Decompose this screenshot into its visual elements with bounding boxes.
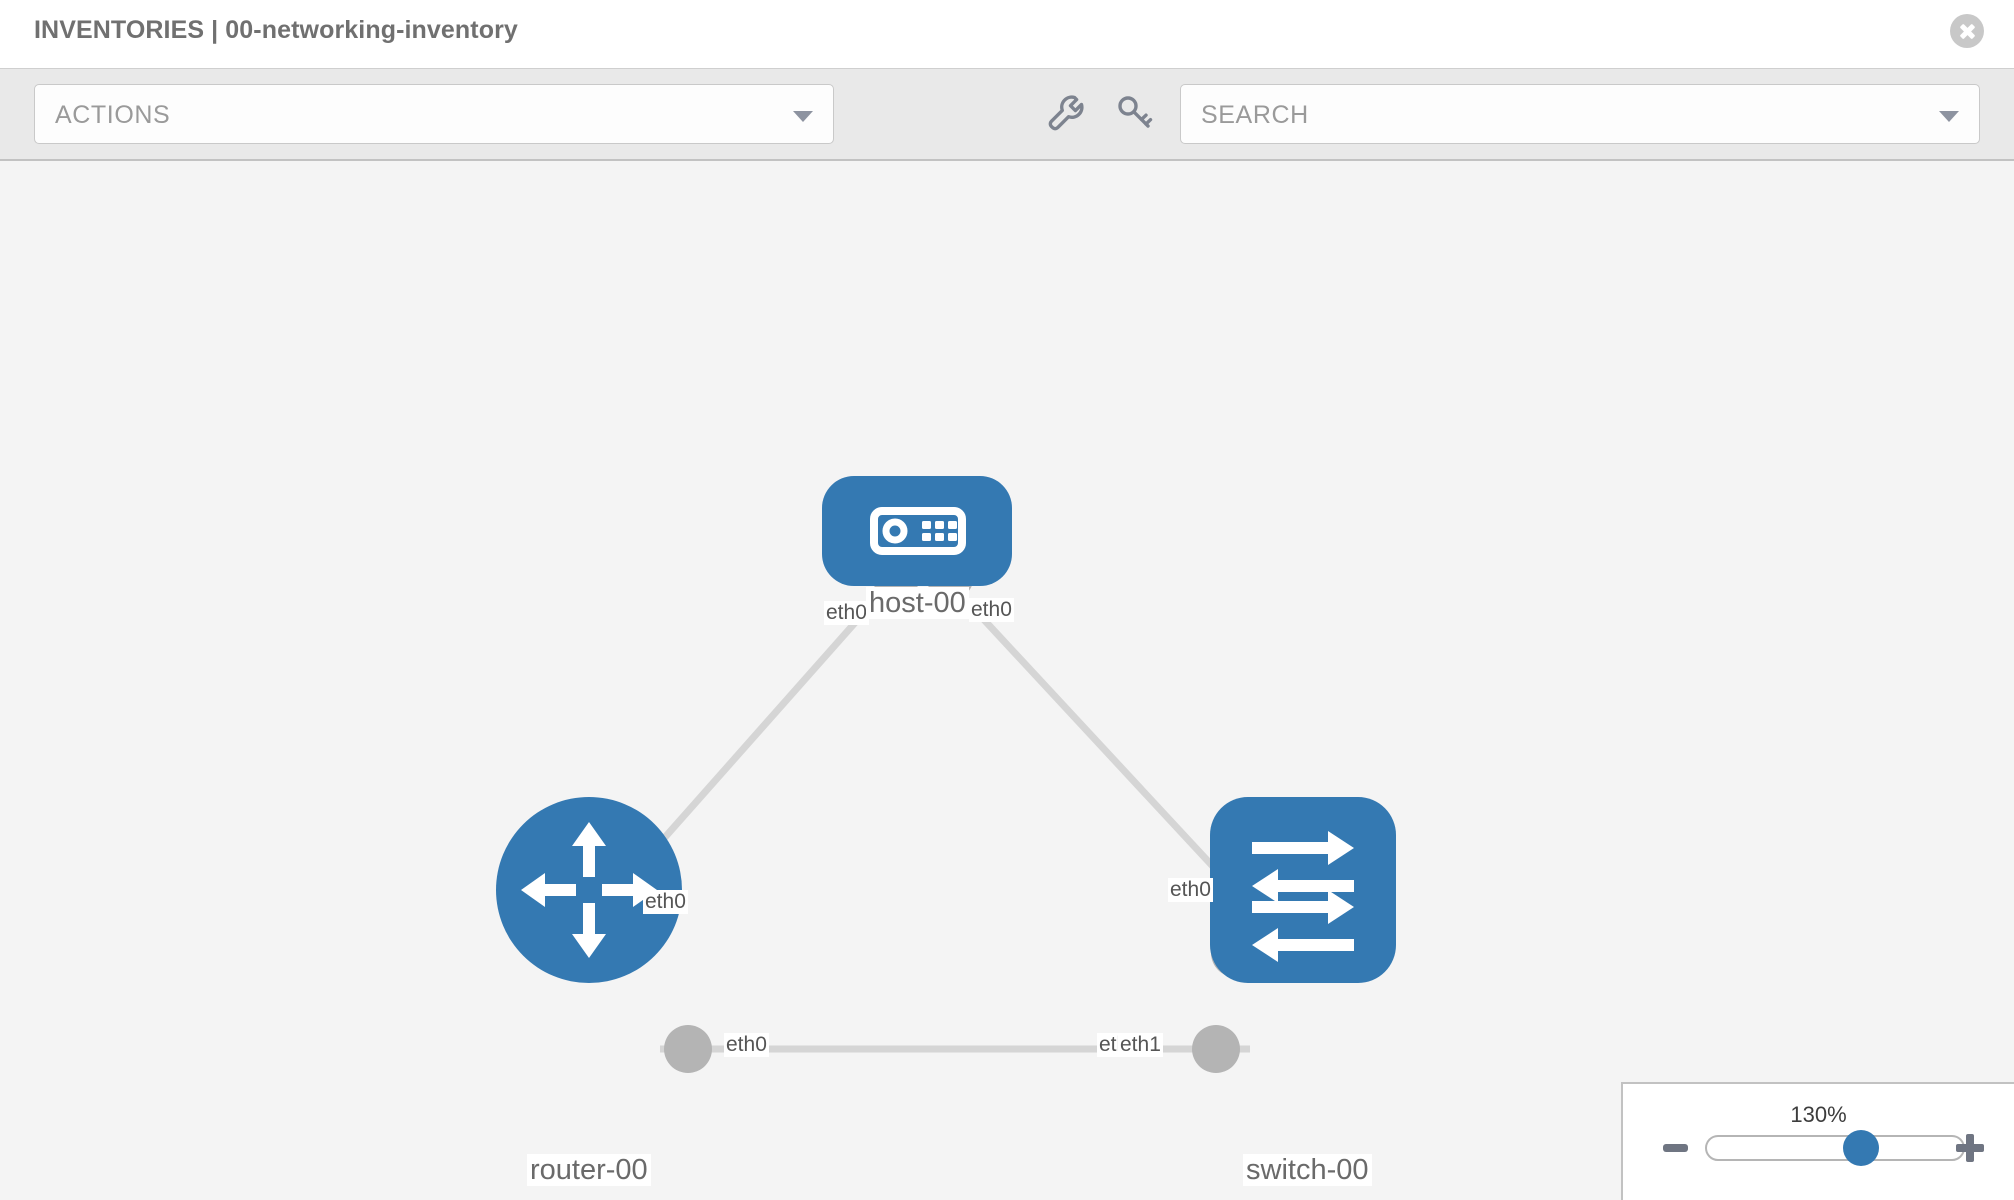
- iface-label: eth0: [724, 1033, 769, 1057]
- iface-label: eth1: [1118, 1033, 1163, 1057]
- plus-icon[interactable]: [1956, 1134, 1984, 1162]
- node-label-switch-00: switch-00: [1243, 1154, 1372, 1187]
- zoom-slider[interactable]: [1705, 1135, 1965, 1161]
- node-host-00: [822, 476, 1012, 586]
- iface-label: eth0: [643, 890, 688, 914]
- page-title: INVENTORIES | 00-networking-inventory: [34, 16, 518, 44]
- key-icon[interactable]: [1112, 91, 1156, 135]
- link-host-switch: [945, 578, 1248, 904]
- topology-links: [609, 578, 1250, 1053]
- switch-arrows-icon: [1252, 831, 1354, 962]
- topology-canvas[interactable]: eth0 eth0 host-00 eth0 eth0 eth0 eth eth…: [0, 161, 2014, 1200]
- chevron-down-icon: [793, 111, 813, 122]
- search-input[interactable]: SEARCH: [1180, 84, 1980, 144]
- iface-label: eth0: [969, 598, 1014, 622]
- iface-label: eth0: [824, 601, 869, 625]
- minus-icon[interactable]: [1663, 1144, 1688, 1152]
- zoom-level-label: 130%: [1790, 1102, 1847, 1127]
- server-icon: [870, 507, 966, 555]
- search-placeholder: SEARCH: [1201, 101, 1309, 129]
- topology-graph: [496, 476, 1396, 1073]
- iface-label: eth0: [1168, 878, 1213, 902]
- zoom-slider-thumb[interactable]: [1843, 1130, 1879, 1166]
- wrench-icon[interactable]: [1044, 91, 1088, 135]
- node-label-host-00: host-00: [866, 587, 969, 620]
- topology-connectors: [664, 552, 1259, 1073]
- close-icon[interactable]: [1950, 14, 1984, 48]
- node-switch-00: [1210, 797, 1396, 983]
- connector-switch-left: [1192, 1025, 1240, 1073]
- node-label-router-00: router-00: [527, 1154, 651, 1187]
- node-router-00: [496, 797, 682, 983]
- toolbar: ACTIONS SEARCH: [0, 68, 2014, 161]
- actions-dropdown[interactable]: ACTIONS: [34, 84, 834, 144]
- chevron-down-icon[interactable]: [1939, 111, 1959, 122]
- actions-dropdown-label: ACTIONS: [55, 101, 171, 129]
- page-header: INVENTORIES | 00-networking-inventory: [0, 0, 2014, 68]
- connector-router-right: [664, 1025, 712, 1073]
- zoom-control-panel: 130%: [1621, 1082, 2014, 1200]
